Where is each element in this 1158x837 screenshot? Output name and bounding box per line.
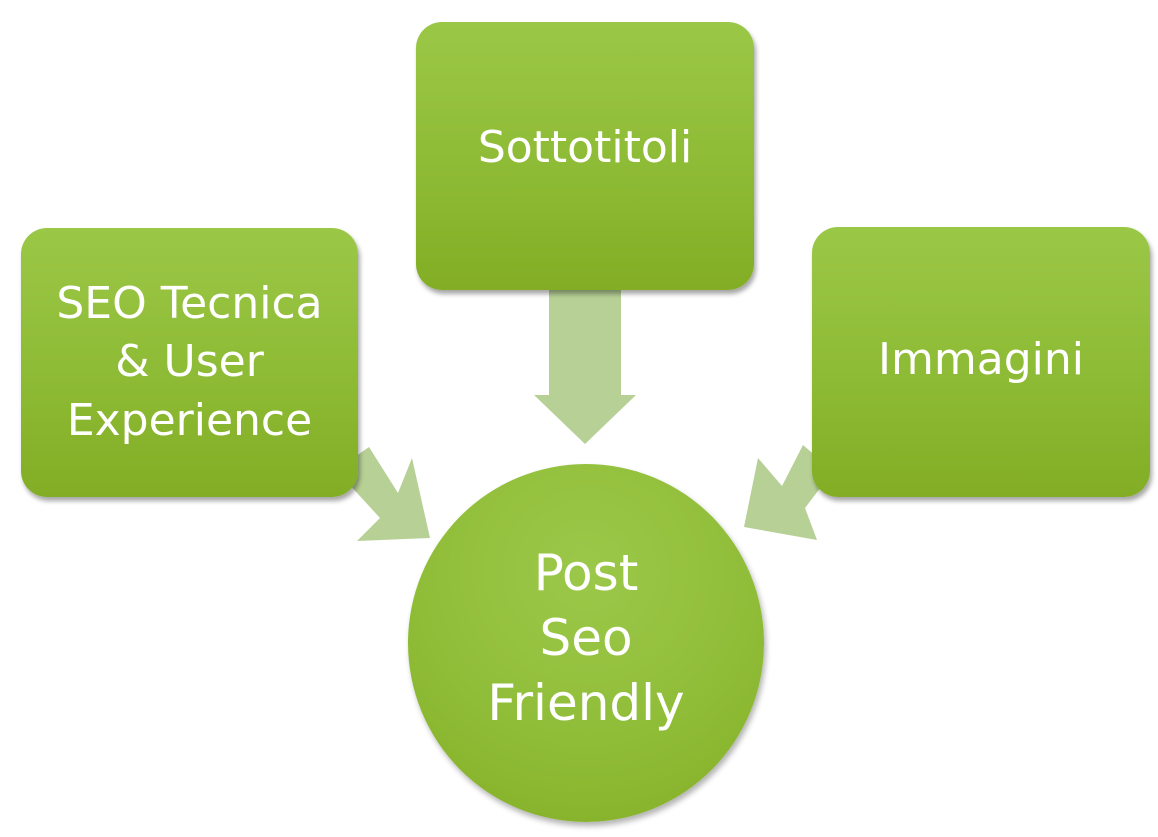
node-seo-tecnica: SEO Tecnica & User Experience	[21, 228, 358, 497]
node-sottotitoli-label: Sottotitoli	[477, 121, 693, 173]
arrow-top-to-center	[534, 290, 636, 444]
node-immagini-label: Immagini	[878, 333, 1084, 385]
arrow-left-to-center	[336, 447, 430, 541]
node-seo-tecnica-label: SEO Tecnica & User Experience	[56, 277, 323, 446]
arrow-right-to-center	[744, 445, 833, 540]
node-sottotitoli: Sottotitoli	[416, 22, 754, 290]
center-node-post-seo-friendly: Post Seo Friendly	[408, 464, 764, 822]
node-immagini: Immagini	[812, 227, 1150, 497]
center-node-label: Post Seo Friendly	[487, 543, 685, 732]
